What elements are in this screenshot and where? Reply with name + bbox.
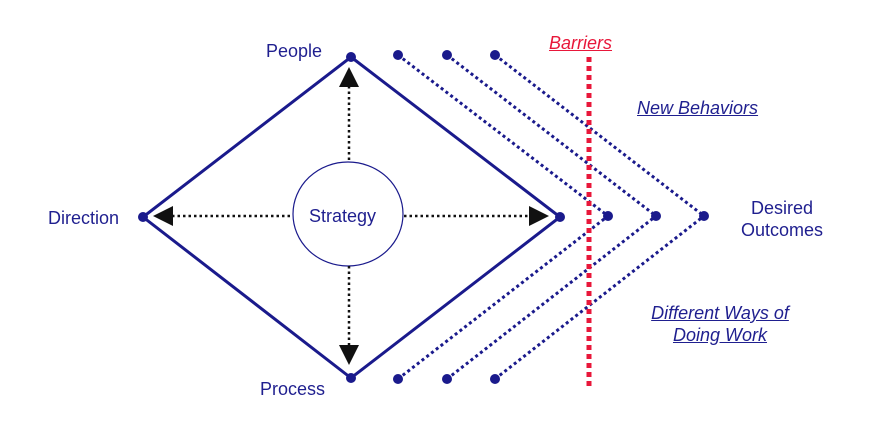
label-desired-outcomes-line2: Outcomes [740,220,824,240]
chevron-dot [393,374,403,384]
label-different-ways-line2: Doing Work [672,325,768,345]
label-people: People [266,41,323,61]
chevron-2-upper [446,53,657,218]
node-dot-direction [138,212,148,222]
node-dot-right [555,212,565,222]
chevron-dot [603,211,613,221]
chevron-1-lower [397,214,609,381]
node-dot-process [346,373,356,383]
label-strategy: Strategy [309,206,377,226]
chevron-dot [490,50,500,60]
chevron-dot [442,374,452,384]
label-process: Process [260,379,326,399]
chevron-3-upper [494,53,705,218]
label-new-behaviors: New Behaviors [637,98,759,118]
chevron-1-upper [397,53,609,218]
chevron-dot [651,211,661,221]
chevron-3-lower [494,214,705,381]
chevron-dot [442,50,452,60]
chevron-dot [490,374,500,384]
label-desired-outcomes-line1: Desired [750,198,814,218]
label-different-ways-line1: Different Ways of [651,303,789,323]
chevron-dot [699,211,709,221]
label-desired-outcomes: Desired Outcomes [732,197,832,241]
label-barriers: Barriers [549,33,613,53]
label-direction: Direction [48,208,120,228]
chevron-dot [393,50,403,60]
node-dot-people [346,52,356,62]
chevron-2-lower [446,214,657,381]
label-different-ways: Different Ways of Doing Work [630,302,810,346]
